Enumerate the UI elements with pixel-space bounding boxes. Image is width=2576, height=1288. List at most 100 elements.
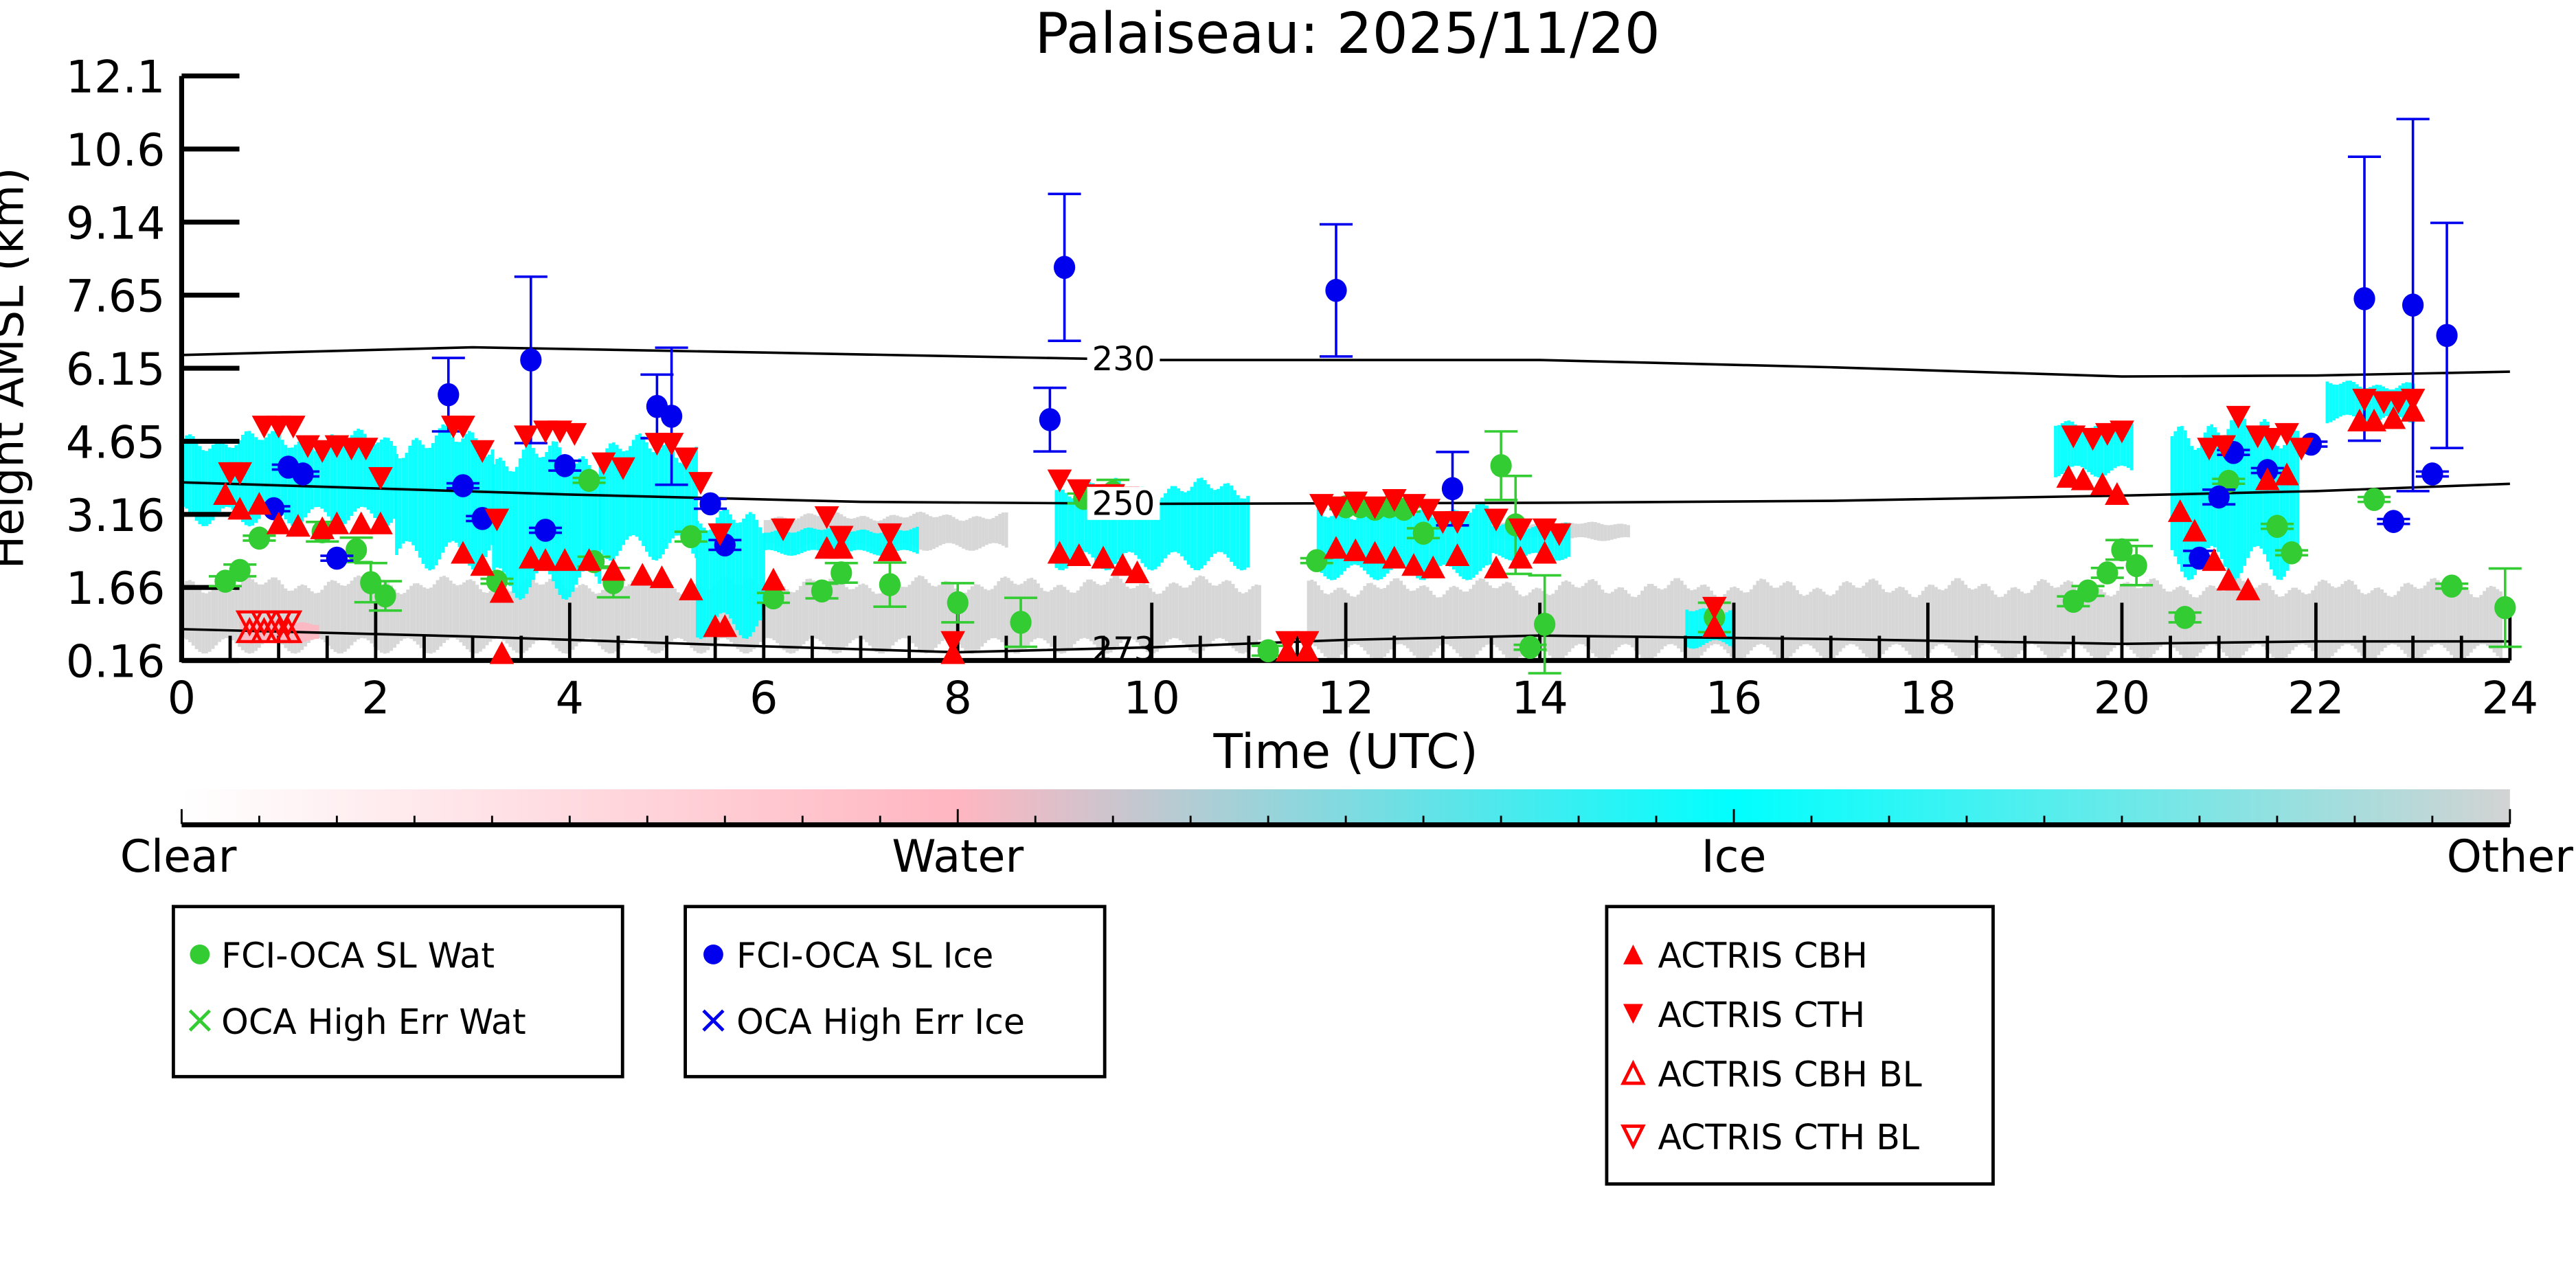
mask-column xyxy=(1947,585,1952,649)
data-point xyxy=(877,523,903,547)
legend-ice: FCI-OCA SL Ice OCA High Err Ice xyxy=(683,905,1107,1078)
contour-label-273: 273 xyxy=(1092,631,1155,669)
mask-column xyxy=(1796,590,1799,650)
x-tick-label: 12 xyxy=(1318,673,1375,724)
mask-column xyxy=(1728,610,1732,646)
mask-column xyxy=(1653,585,1658,657)
mask-column xyxy=(1409,514,1413,572)
mask-column xyxy=(635,435,639,537)
mask-column xyxy=(2156,580,2160,651)
data-point xyxy=(360,571,382,595)
mask-column xyxy=(2079,594,2083,646)
mask-column xyxy=(1491,526,1495,554)
mask-column xyxy=(1610,591,1614,655)
mask-column xyxy=(838,578,842,653)
mask-column xyxy=(787,532,791,556)
mask-column xyxy=(997,581,1001,640)
legend-marker-green-x xyxy=(188,1009,211,1032)
mask-column xyxy=(1086,579,1089,640)
mask-column xyxy=(1199,477,1204,569)
legend-marker-triangle-down-open xyxy=(1620,1125,1646,1150)
mask-column xyxy=(1554,528,1558,561)
mask-column xyxy=(767,519,771,543)
mask-column xyxy=(2090,591,2093,656)
mask-column xyxy=(1644,586,1647,660)
mask-column xyxy=(1792,585,1796,653)
mask-column xyxy=(977,584,981,651)
mask-column xyxy=(1157,499,1161,567)
mask-column xyxy=(2304,594,2308,646)
mask-column xyxy=(191,436,195,517)
mask-column xyxy=(1809,591,1813,646)
mask-column xyxy=(1197,478,1200,571)
mask-column xyxy=(1957,578,1961,659)
mask-column xyxy=(1132,588,1136,640)
mask-column xyxy=(2063,581,2067,653)
mask-column xyxy=(1228,580,1232,645)
mask-column xyxy=(624,586,628,642)
mask-column xyxy=(449,580,453,639)
mask-column xyxy=(2103,592,2107,659)
mask-column xyxy=(2296,431,2300,550)
mask-column xyxy=(1142,583,1146,650)
mask-column xyxy=(668,445,672,543)
data-point xyxy=(1445,511,1470,534)
mask-column xyxy=(1061,489,1065,571)
mask-column xyxy=(868,588,872,646)
mask-column xyxy=(931,517,936,550)
mask-column xyxy=(942,515,946,544)
mask-column xyxy=(1673,578,1677,646)
mask-column xyxy=(1105,581,1109,654)
data-point xyxy=(554,454,576,477)
mask-column xyxy=(1462,515,1466,579)
data-point xyxy=(346,538,368,562)
mask-column xyxy=(1445,514,1449,565)
mask-column xyxy=(2169,591,2173,645)
data-point xyxy=(1412,521,1434,545)
legend-water: FCI-OCA SL Wat OCA High Err Wat xyxy=(172,905,624,1078)
data-point xyxy=(348,511,374,534)
mask-column xyxy=(297,585,301,653)
mask-column xyxy=(1201,576,1206,651)
mask-column xyxy=(1219,486,1223,552)
mask-column xyxy=(1185,587,1189,647)
mask-column xyxy=(594,475,598,577)
data-point xyxy=(1362,496,1388,519)
data-point xyxy=(2266,515,2288,539)
mask-column xyxy=(363,433,367,508)
mask-column xyxy=(1392,578,1397,646)
mask-column xyxy=(1779,585,1783,660)
mask-column xyxy=(432,584,436,653)
mask-column xyxy=(848,589,852,644)
mask-column xyxy=(2208,585,2212,644)
mask-column xyxy=(651,586,654,653)
mask-column xyxy=(487,454,491,551)
mask-column xyxy=(472,580,476,654)
mask-column xyxy=(820,530,824,552)
mask-column xyxy=(2087,429,2090,473)
mask-column xyxy=(2289,431,2293,563)
mask-column xyxy=(561,455,565,599)
mask-column xyxy=(515,589,519,653)
mask-column xyxy=(534,583,539,641)
colorbar-label-water: Water xyxy=(892,831,1024,883)
mask-column xyxy=(1868,579,1872,660)
mask-column xyxy=(1164,493,1167,558)
mask-column xyxy=(620,586,624,646)
mask-column xyxy=(1379,512,1383,580)
mask-column xyxy=(694,447,698,558)
mask-column xyxy=(995,516,999,543)
mask-column xyxy=(1977,586,1981,648)
data-point xyxy=(1532,541,1557,564)
mask-column xyxy=(1419,509,1423,580)
mask-column xyxy=(627,584,631,640)
mask-column xyxy=(2187,438,2191,580)
mask-column xyxy=(1524,530,1528,556)
mask-column xyxy=(574,587,578,646)
mask-column xyxy=(770,519,774,544)
mask-column xyxy=(745,514,749,639)
mask-column xyxy=(1531,589,1535,644)
data-point xyxy=(229,558,251,583)
mask-column xyxy=(881,590,885,654)
mask-column xyxy=(1951,580,1954,653)
